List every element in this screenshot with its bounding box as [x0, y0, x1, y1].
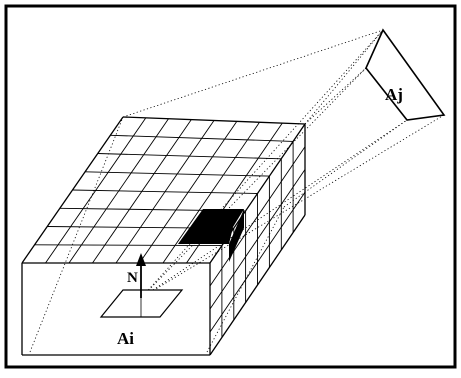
- projection-lines: [29, 29, 445, 353]
- hemicube-edge: [209, 214, 306, 356]
- source-patch-label: Ai: [117, 329, 134, 348]
- hemicube-edge: [21, 116, 124, 264]
- figure-border: [4, 4, 457, 369]
- target-patch-label: Aj: [385, 85, 403, 104]
- hemicube: [21, 116, 306, 356]
- patch-ai: [99, 289, 184, 318]
- hemicube-edge: [122, 116, 306, 125]
- side-grid-line: [209, 146, 306, 287]
- patch-aj: [365, 28, 446, 121]
- normal-vector-n: [136, 253, 146, 298]
- top-grid-line: [115, 120, 215, 264]
- projected-cells-side: [229, 209, 244, 262]
- projected-cells-top: [178, 209, 244, 244]
- side-grid-line: [209, 192, 306, 333]
- top-grid-line: [110, 134, 294, 142]
- top-grid-line: [85, 171, 270, 177]
- side-grid-line: [209, 169, 306, 310]
- top-grid-line: [162, 122, 260, 264]
- normal-label: N: [127, 270, 138, 286]
- top-grid-line: [97, 153, 282, 160]
- top-grid-line: [139, 121, 238, 264]
